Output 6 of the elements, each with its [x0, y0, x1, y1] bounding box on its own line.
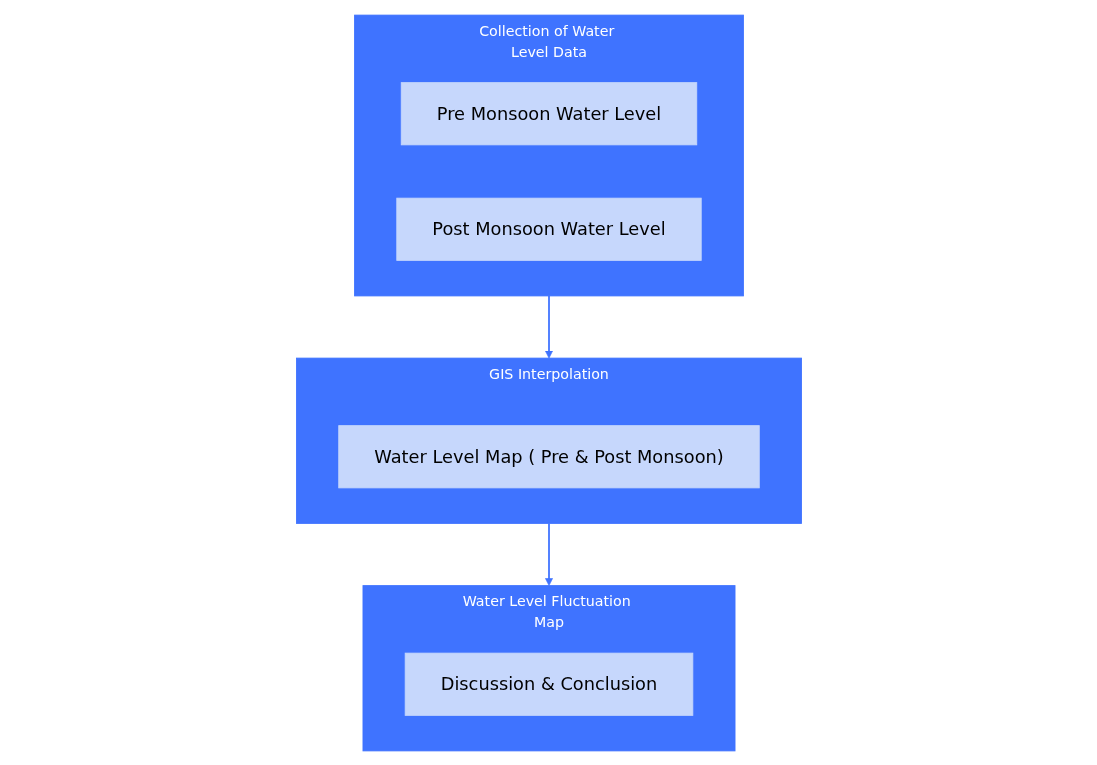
node-box: Post Monsoon Water Level	[395, 197, 702, 261]
node-box: Pre Monsoon Water Level	[400, 81, 697, 145]
arrow	[544, 294, 553, 358]
node-box: Discussion & Conclusion	[404, 652, 693, 716]
node-box: Water Level Map ( Pre & Post Monsoon)	[337, 424, 760, 488]
arrow	[544, 522, 553, 586]
